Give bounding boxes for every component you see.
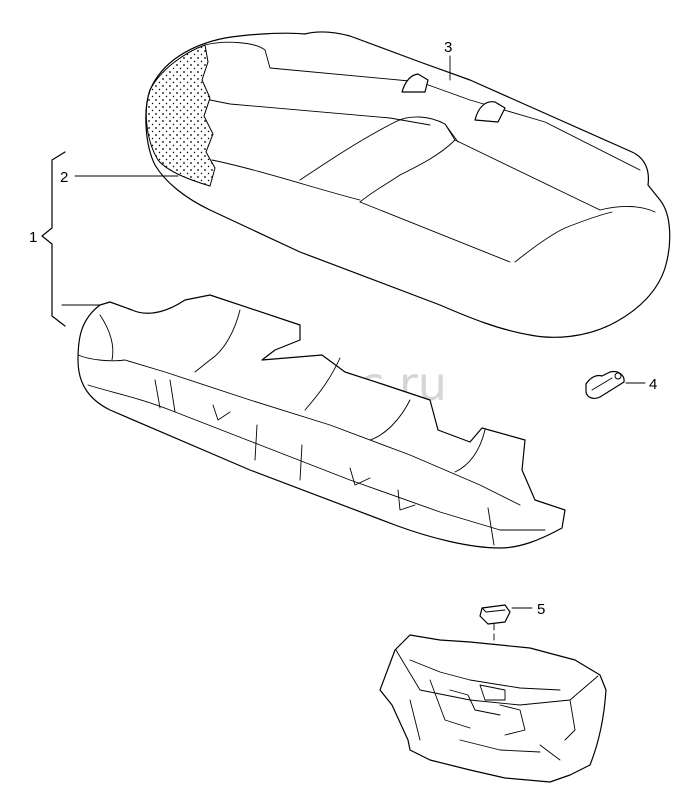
- bracket-1: [41, 151, 66, 327]
- callout-4[interactable]: 4: [649, 376, 657, 393]
- seat-foam-pad: [77, 294, 566, 549]
- seat-cushion-cover: [145, 31, 671, 338]
- callout-1[interactable]: 1: [29, 229, 37, 246]
- callout-2[interactable]: 2: [60, 169, 68, 186]
- seat-frame: [379, 634, 607, 783]
- callout-3[interactable]: 3: [444, 39, 452, 56]
- callout-5[interactable]: 5: [537, 601, 545, 618]
- clip-part: [585, 370, 625, 399]
